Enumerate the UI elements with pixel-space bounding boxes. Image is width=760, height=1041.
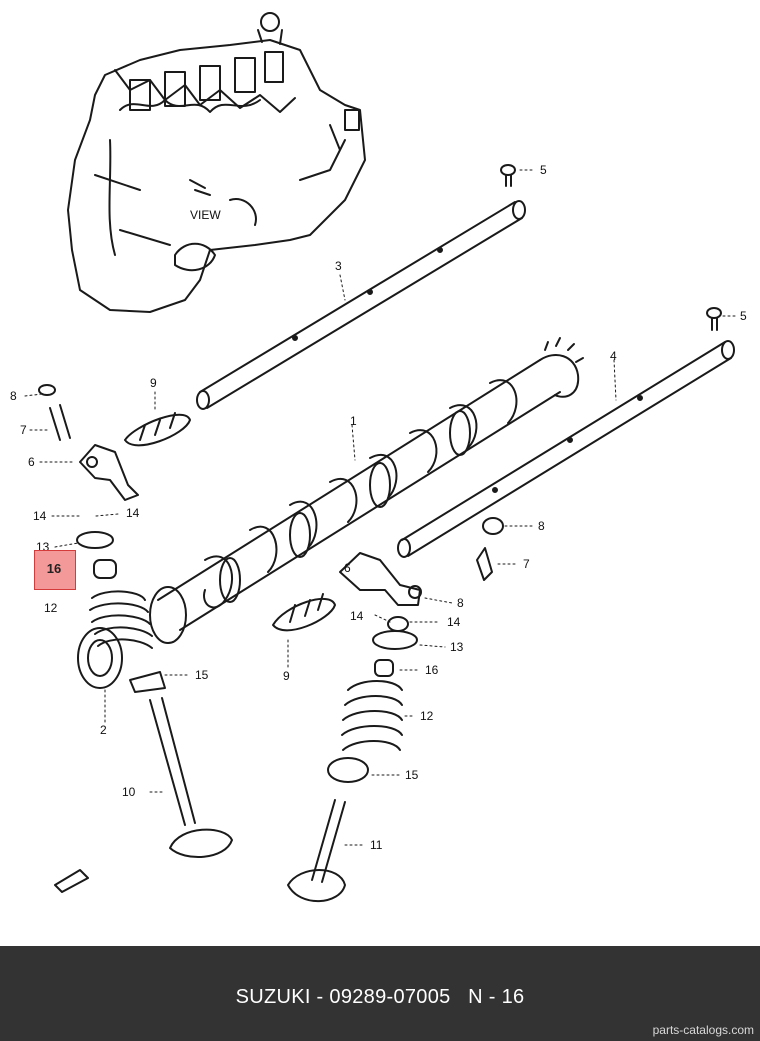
callout-7-left: 7 [20, 423, 27, 437]
cylinder-head-sketch [67, 12, 366, 313]
footer-bar: SUZUKI - 09289-07005 N - 16 parts-catalo… [0, 946, 760, 1041]
callout-9-right: 9 [283, 669, 290, 683]
caption-separator: - [310, 986, 330, 1008]
bolt-lower [706, 307, 722, 331]
callout-12-left: 12 [44, 601, 58, 615]
callout-5-upper: 5 [540, 163, 547, 177]
part-caption: SUZUKI - 09289-07005 N - 16 [0, 986, 760, 1009]
callout-14-left-a: 14 [33, 509, 47, 523]
callout-15-left: 15 [195, 668, 209, 682]
engine-view-label: VIEW [190, 208, 221, 222]
rocker-shaft-lower [397, 340, 735, 558]
left-valve-train [38, 384, 233, 858]
callout-6-left: 6 [28, 455, 35, 469]
callout-3: 3 [335, 259, 342, 273]
callout-2: 2 [100, 723, 107, 737]
right-valve-train [272, 517, 504, 903]
site-credit[interactable]: parts-catalogs.com [652, 1023, 754, 1037]
brand-name: SUZUKI [235, 986, 311, 1008]
part-number: 09289-07005 [329, 986, 451, 1008]
scale-mark [54, 869, 89, 893]
callout-14-right-b: 14 [447, 615, 461, 629]
callout-1: 1 [350, 414, 357, 428]
highlighted-part-number: 16 [46, 561, 62, 576]
callout-15-right: 15 [405, 768, 419, 782]
callout-11: 11 [370, 838, 383, 852]
callout-5-lower: 5 [740, 309, 747, 323]
diagram-reference: N - 16 [468, 986, 525, 1008]
callout-8-right-b: 8 [457, 596, 464, 610]
callout-8-left: 8 [10, 389, 17, 403]
callout-13-right: 13 [450, 640, 464, 654]
callout-14-right-a: 14 [350, 609, 364, 623]
highlighted-part-marker[interactable] [34, 550, 76, 590]
rocker-shaft-upper [196, 200, 526, 410]
exploded-view-drawing: VIEW 5 5 3 4 1 9 8 7 6 14 14 13 12 2 15 … [10, 12, 747, 903]
bolt-upper [500, 164, 516, 187]
callout-6-right: 6 [344, 561, 351, 575]
callout-8-right: 8 [538, 519, 545, 533]
leader-lines [24, 169, 736, 846]
callout-10: 10 [122, 785, 136, 799]
parts-diagram: VIEW 5 5 3 4 1 9 8 7 6 14 14 13 12 2 15 … [10, 12, 747, 903]
callout-9-left: 9 [150, 376, 157, 390]
callout-7-right: 7 [523, 557, 530, 571]
callout-4: 4 [610, 349, 617, 363]
callout-12-right: 12 [420, 709, 434, 723]
camshaft [149, 337, 584, 644]
callout-16-right: 16 [425, 663, 439, 677]
callout-14-left-b: 14 [126, 506, 140, 520]
caption-spacer [451, 986, 469, 1008]
